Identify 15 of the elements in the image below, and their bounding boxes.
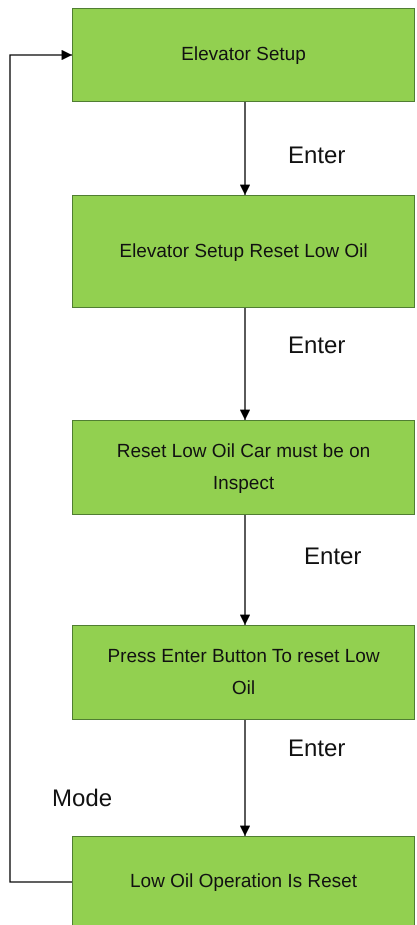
box-text: Press Enter Button To reset Low Oil [106,644,381,700]
arrow [9,50,72,883]
box-text: Elevator Setup Reset Low Oil [119,240,368,264]
process-box [72,625,415,720]
box-text: Elevator Setup [181,43,306,67]
arrow [240,515,250,625]
process-box [72,836,415,925]
process-box [72,195,415,308]
process-box [72,420,415,515]
arrow [240,102,250,195]
arrow [240,308,250,420]
box-text: Reset Low Oil Car must be on Inspect [116,440,372,496]
arrow [240,720,250,836]
box-text: Low Oil Operation Is Reset [130,870,358,894]
process-box [72,8,415,102]
